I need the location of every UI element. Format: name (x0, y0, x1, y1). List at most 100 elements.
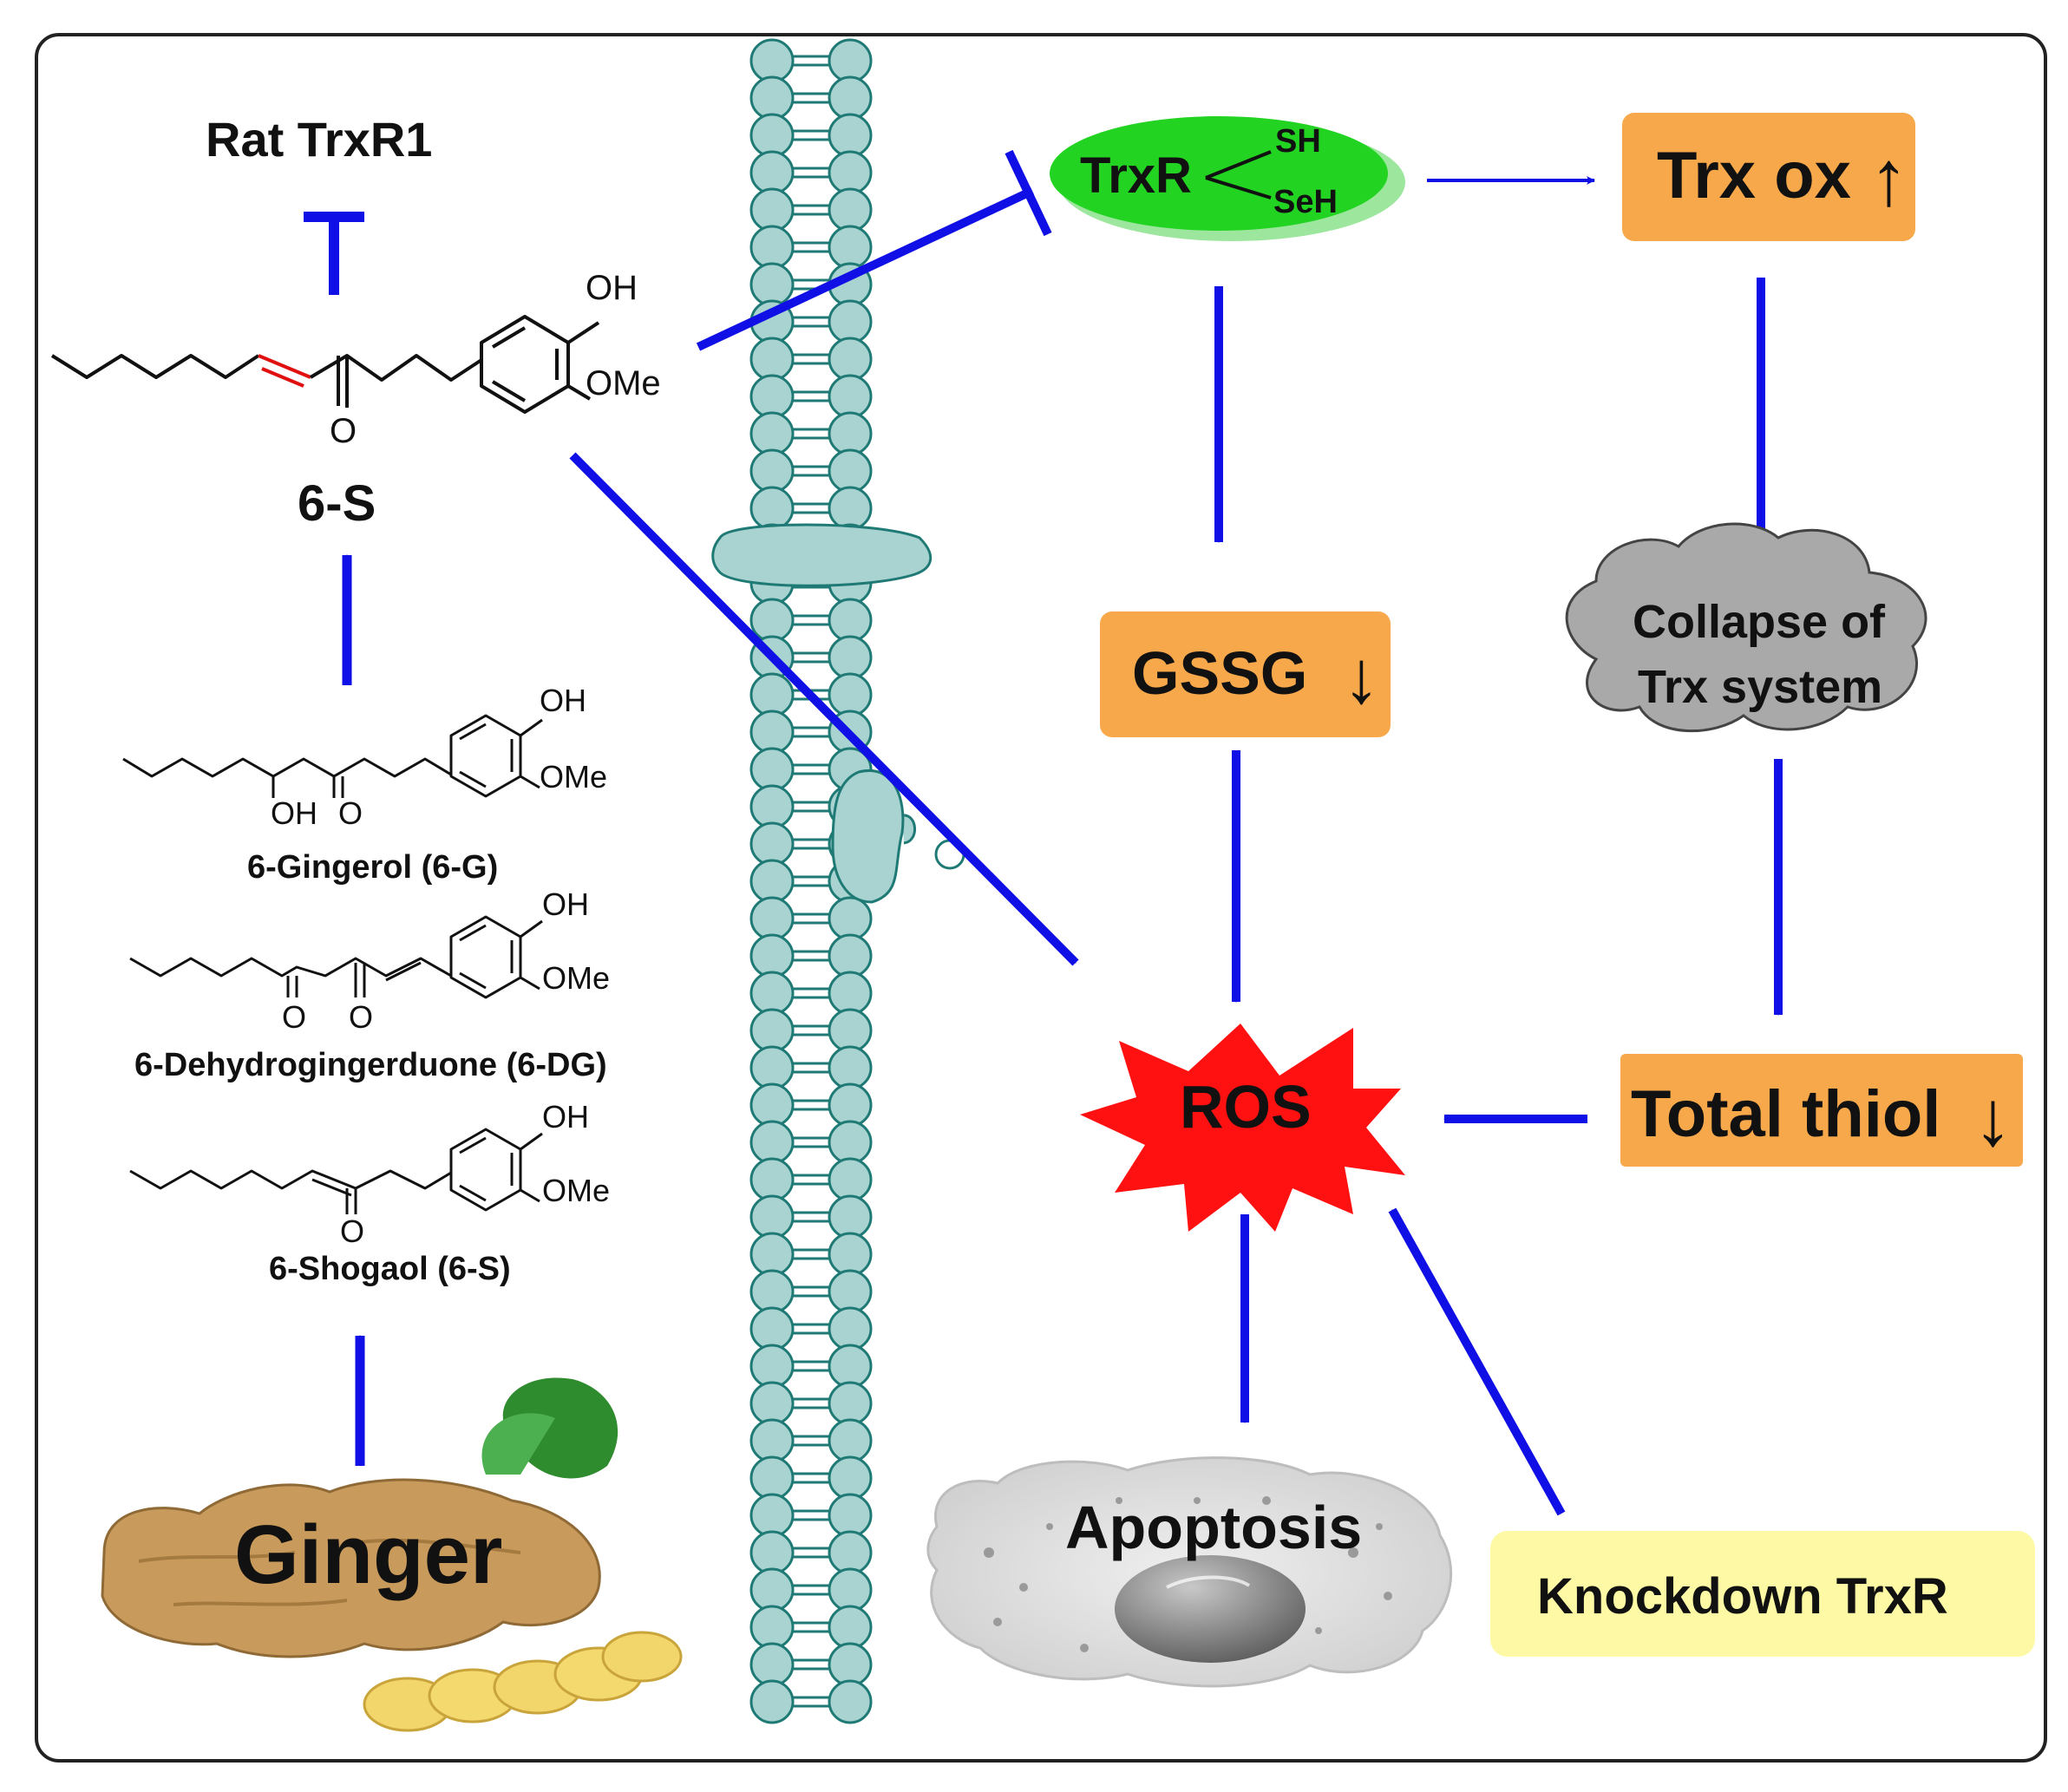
atom-o-6s-small: O (340, 1213, 364, 1249)
membrane-lipid-head (828, 299, 873, 344)
membrane-lipid-head (749, 1157, 795, 1202)
structure-name-6-dehydrogingerduone: 6-Dehydrogingerduone (6-DG) (134, 1047, 607, 1083)
atom-ome-6dg: OMe (542, 960, 610, 996)
trx-ox-box (1622, 113, 1915, 241)
membrane-lipid-head (749, 1642, 795, 1687)
atom-oh-6g-chain: OH (271, 795, 317, 831)
membrane-lipid-head (749, 672, 795, 717)
membrane-lipid-head (828, 38, 873, 83)
atom-o-6dg-2: O (349, 999, 373, 1035)
membrane-lipid-head (749, 486, 795, 531)
gssg-down-arrow: ↓ (1343, 636, 1380, 719)
trx-ox-up-arrow: ↑ (1869, 135, 1908, 222)
membrane-lipid-head (828, 672, 873, 717)
membrane-lipid-head (749, 1008, 795, 1053)
membrane-lipid-head (749, 598, 795, 643)
membrane-lipid-head (749, 859, 795, 904)
membrane-lipid-head (828, 1344, 873, 1389)
total-thiol-down-arrow: ↓ (1973, 1076, 2012, 1162)
membrane-lipid-head (828, 1381, 873, 1426)
membrane-lipid-head (749, 747, 795, 792)
membrane-lipid-head (828, 1306, 873, 1351)
membrane-lipid-head (749, 1530, 795, 1575)
cell-membrane (749, 38, 873, 1724)
membrane-lipid-head (749, 1045, 795, 1090)
inhibition-line-6s-to-trxr (696, 186, 1035, 351)
membrane-lipid-head (828, 113, 873, 158)
membrane-lipid-head (749, 1082, 795, 1128)
membrane-lipid-head (749, 337, 795, 382)
membrane-lipid-head (749, 1455, 795, 1501)
membrane-lipid-head (749, 1232, 795, 1277)
membrane-lipid-head (828, 1679, 873, 1724)
membrane-lipid-head (828, 374, 873, 419)
apoptotic-nucleus (1115, 1555, 1306, 1663)
trxr-seh-label: SeH (1273, 184, 1338, 220)
structure-6-gingerol (122, 714, 543, 798)
membrane-lipid-head (749, 971, 795, 1016)
atom-ome-6s-small: OMe (542, 1173, 610, 1208)
membrane-lipid-head (828, 1232, 873, 1277)
membrane-lipid-head (749, 1605, 795, 1650)
gssg-box (1100, 612, 1391, 737)
arrow-knockdown-to-ros (1388, 1207, 1566, 1516)
rat-trxr1-title: Rat TrxR1 (206, 112, 432, 167)
membrane-lipid-head (828, 1455, 873, 1501)
membrane-lipid-head (828, 1082, 873, 1128)
membrane-lipid-head (828, 1530, 873, 1575)
membrane-lipid-head (749, 784, 795, 829)
membrane-lipid-head (828, 896, 873, 941)
membrane-lipid-head (828, 1045, 873, 1090)
membrane-lipid-head (828, 1120, 873, 1165)
structure-6-shogaol (129, 1128, 543, 1214)
ros-burst (1080, 1024, 1405, 1232)
membrane-transporter-protein (831, 769, 916, 904)
inhibition-bar-trxr (1005, 149, 1052, 237)
membrane-lipid-head (749, 448, 795, 494)
atom-o-6s: O (330, 412, 357, 450)
total-thiol-box (1620, 1054, 2023, 1167)
membrane-channel-protein (711, 523, 933, 587)
apoptosis-label: Apoptosis (1065, 1494, 1362, 1561)
collapse-label-line2: Trx system (1638, 661, 1882, 713)
membrane-lipid-head (749, 1381, 795, 1426)
membrane-lipid-head (749, 1567, 795, 1612)
membrane-lipid-head (828, 448, 873, 494)
trx-ox-label: Trx ox (1657, 139, 1851, 213)
membrane-lipid-head (749, 187, 795, 232)
atom-o-6dg-1: O (282, 999, 306, 1035)
membrane-lipid-head (749, 374, 795, 419)
membrane-lipid-head (749, 1493, 795, 1538)
structure-name-6-shogaol: 6-Shogaol (6-S) (269, 1251, 511, 1287)
membrane-lipid-head (749, 75, 795, 121)
membrane-lipid-head (749, 38, 795, 83)
compound-label-6s: 6-S (298, 475, 376, 532)
membrane-lipid-head (828, 75, 873, 121)
trxr-label: TrxR (1080, 147, 1192, 204)
membrane-lipid-head (828, 971, 873, 1016)
membrane-lipid-head (749, 896, 795, 941)
atom-oh-6g-ring: OH (540, 683, 586, 718)
membrane-lipid-head (749, 710, 795, 755)
membrane-lipid-head (828, 635, 873, 680)
membrane-lipid-head (749, 1120, 795, 1165)
structure-name-6-gingerol: 6-Gingerol (6-G) (247, 849, 498, 886)
structure-6-s-large (50, 315, 600, 414)
membrane-lipid-head (828, 486, 873, 531)
diagram-frame (35, 33, 2047, 1763)
membrane-lipid-head (828, 1418, 873, 1463)
membrane-lipid-head (828, 1194, 873, 1239)
membrane-lipid-head (828, 933, 873, 978)
membrane-lipid-head (749, 113, 795, 158)
membrane-lipid-head (828, 337, 873, 382)
membrane-lipid-head (828, 150, 873, 195)
arrow-6s-to-ros (569, 452, 1079, 966)
membrane-lipid-head (749, 1306, 795, 1351)
membrane-lipid-head (749, 821, 795, 867)
membrane-lipid-head (828, 1157, 873, 1202)
membrane-lipid-head (749, 411, 795, 456)
atom-ome-6s: OMe (586, 364, 661, 402)
atom-oh-6s: OH (586, 269, 638, 307)
ginger-label: Ginger (234, 1508, 502, 1601)
